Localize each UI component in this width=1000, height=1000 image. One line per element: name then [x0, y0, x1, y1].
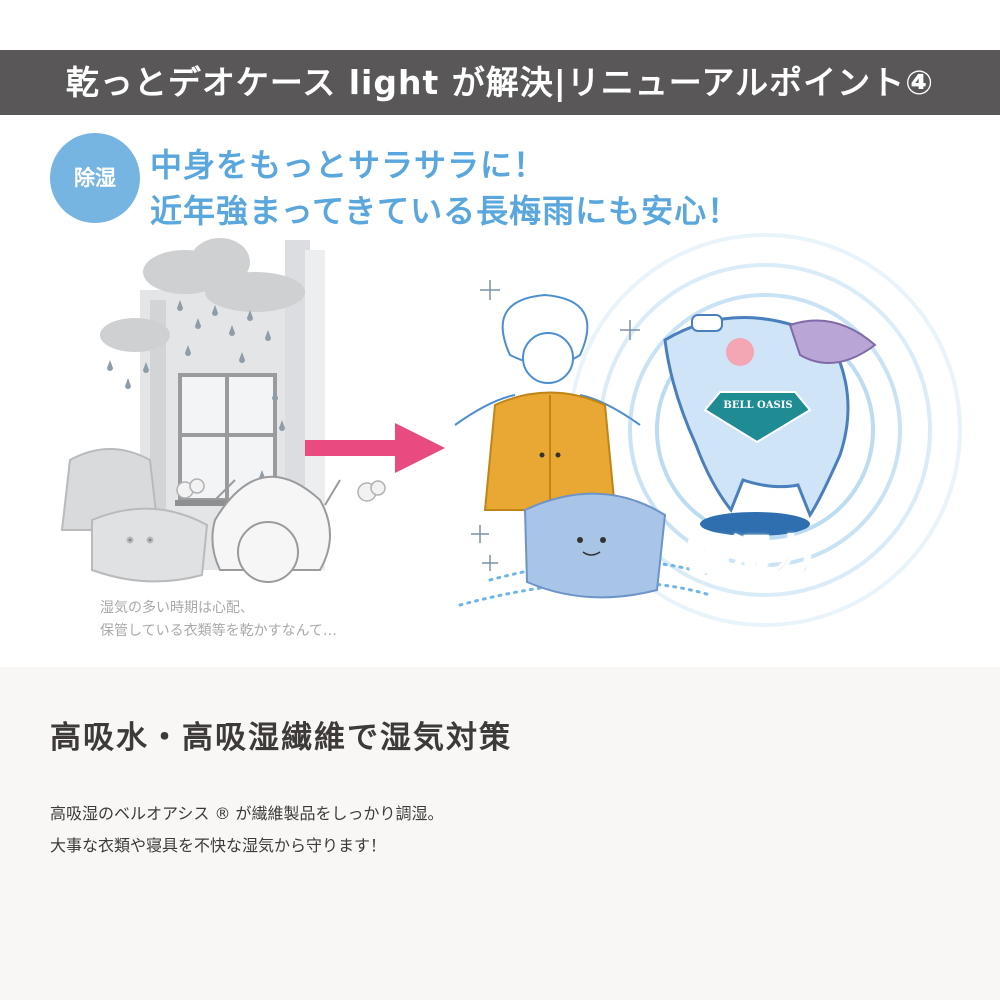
tooth-mascot-icon [663, 314, 877, 536]
dehumidify-badge: 除湿 [50, 133, 140, 223]
raindrops-icon [107, 300, 285, 481]
section-body-line-2: 大事な衣類や寝具を不快な湿気から守ります！ [50, 836, 387, 855]
title-banner: 乾っとデオケース light が解決|リニューアルポイント④ [0, 50, 1000, 115]
caption-line-2: 保管している衣類等を乾かすなんて… [100, 623, 337, 639]
worried-person-icon [211, 475, 341, 583]
moisture-power-label: 調湿力 [687, 530, 815, 581]
comparison-illustration [60, 233, 962, 627]
sparkle-icon [471, 280, 640, 571]
section-heading: 高吸水・高吸湿繊維で湿気対策 [50, 720, 512, 756]
jacket-icon [483, 391, 617, 511]
section-body-line-1: 高吸湿のベルオアシス ® が繊維製品をしっかり調湿。 [50, 804, 444, 823]
happy-scene [454, 233, 962, 627]
futon-icon [523, 492, 667, 599]
rain-cloud-icon [100, 238, 305, 352]
headline-line-1: 中身をもっとサラサラに！ [150, 146, 547, 184]
damp-futon-icon [91, 507, 209, 583]
banner-title: 乾っとデオケース light が解決|リニューアルポイント④ [65, 63, 935, 102]
arrow-right-icon [305, 423, 445, 473]
lower-section [0, 667, 1000, 1000]
headline-line-2: 近年強まってきている長梅雨にも安心！ [150, 192, 741, 230]
rainy-scene [60, 238, 386, 583]
steam-puff-icon [176, 478, 386, 502]
happy-person-icon [454, 293, 641, 426]
caption-line-1: 湿気の多い時期は心配、 [100, 600, 254, 616]
mascot-logo-text: BELL OASIS [723, 400, 793, 411]
